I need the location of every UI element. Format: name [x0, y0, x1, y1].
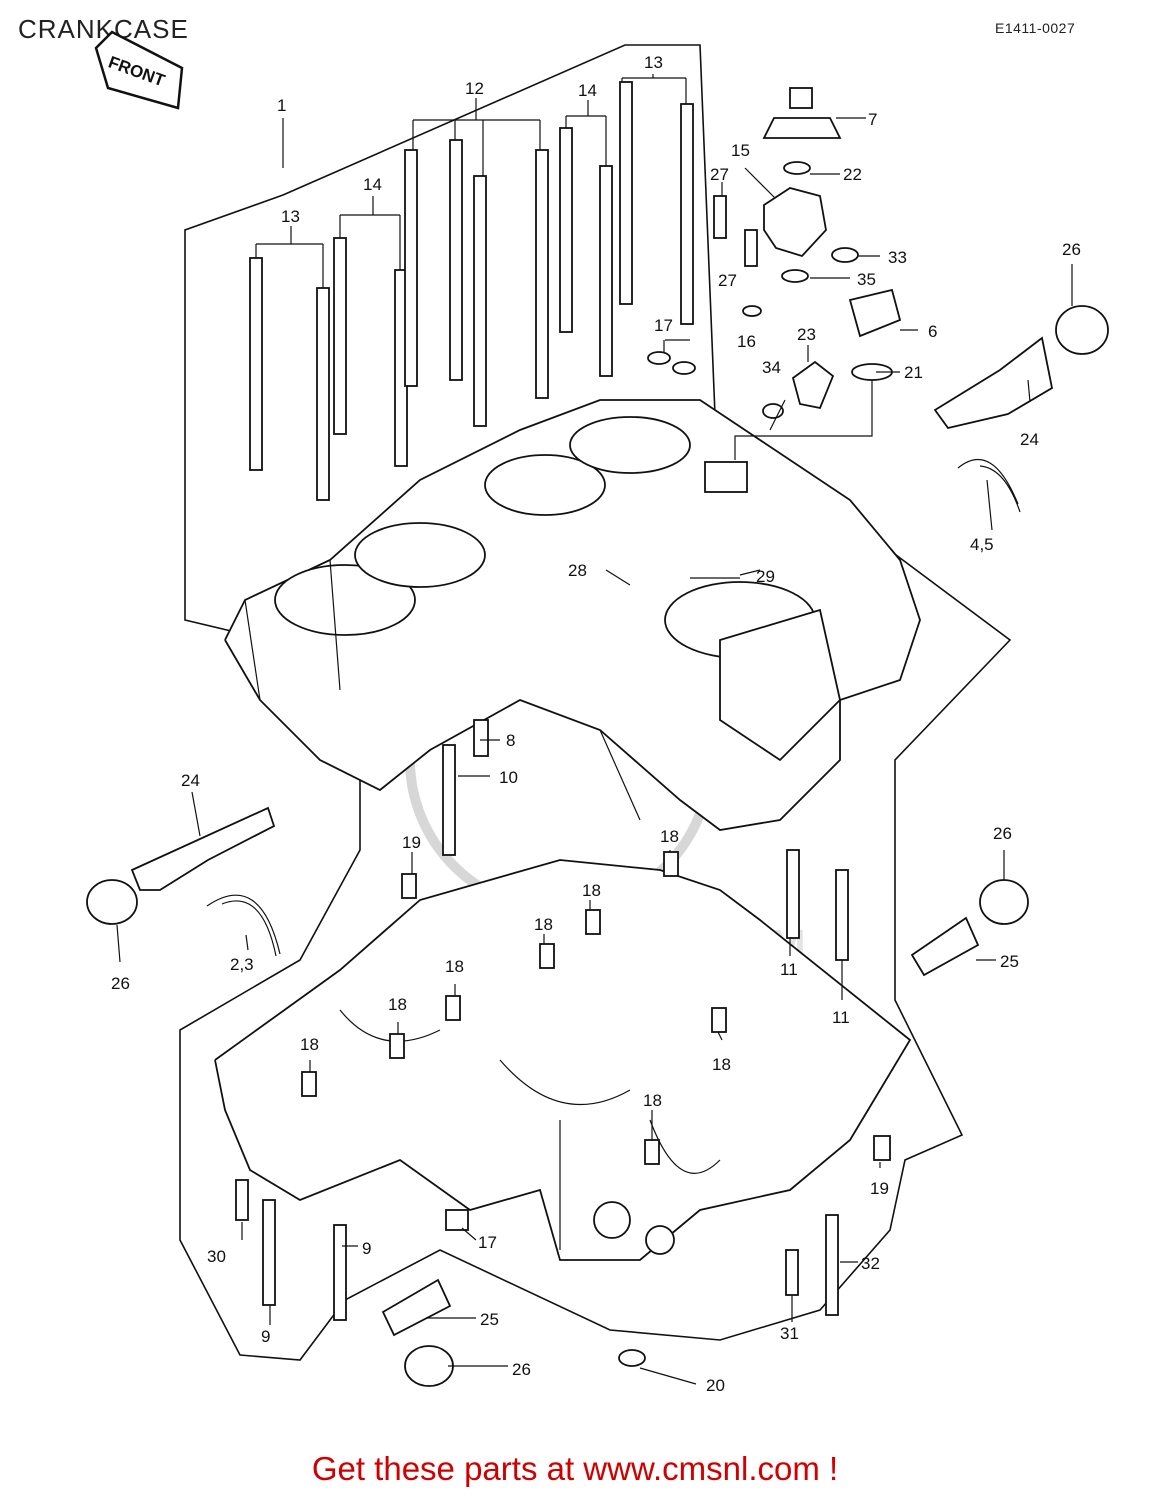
callout-labels: 1 12 14 13 14 13 7 22 15 27 33 27 35 26 … — [111, 53, 1081, 1395]
callout-16: 16 — [737, 332, 756, 351]
callout-17: 17 — [654, 316, 673, 335]
callout-7: 7 — [868, 110, 877, 129]
callout-18d: 18 — [445, 957, 464, 976]
footer-link-text[interactable]: Get these parts at www.cmsnl.com ! — [311, 1450, 839, 1487]
callout-18c: 18 — [534, 915, 553, 934]
callout-18b: 18 — [582, 881, 601, 900]
callout-19: 19 — [402, 833, 421, 852]
crankcase-exploded-diagram: WWW.CMSNL.COM FRONT — [86, 30, 1109, 1395]
callout-18e: 18 — [388, 995, 407, 1014]
lower-crankcase — [214, 859, 912, 1261]
callout-22: 22 — [843, 165, 862, 184]
shafts-and-gears — [86, 305, 1109, 1387]
callout-27b: 27 — [718, 271, 737, 290]
callout-4-5: 4,5 — [970, 535, 994, 554]
callout-18h: 18 — [643, 1091, 662, 1110]
callout-28: 28 — [568, 561, 587, 580]
callout-32: 32 — [861, 1254, 880, 1273]
callout-18g: 18 — [712, 1055, 731, 1074]
callout-24: 24 — [1020, 430, 1039, 449]
callout-24b: 24 — [181, 771, 200, 790]
upper-crankcase — [224, 399, 921, 831]
callout-26: 26 — [1062, 240, 1081, 259]
callout-6: 6 — [928, 322, 937, 341]
callout-25: 25 — [1000, 952, 1019, 971]
callout-18a: 18 — [660, 827, 679, 846]
callout-26d: 26 — [512, 1360, 531, 1379]
callout-1: 1 — [277, 96, 286, 115]
front-arrow-icon: FRONT — [94, 30, 184, 110]
page-title: CRANKCASE — [18, 14, 189, 44]
callout-9a: 9 — [362, 1239, 371, 1258]
callout-34: 34 — [762, 358, 781, 377]
callout-11a: 11 — [780, 960, 798, 979]
callout-17b: 17 — [478, 1233, 497, 1252]
callout-13: 13 — [644, 53, 663, 72]
callout-31: 31 — [780, 1324, 799, 1343]
callout-14: 14 — [578, 81, 597, 100]
crankcase-studs — [249, 81, 694, 501]
callout-30: 30 — [207, 1247, 226, 1266]
callout-35: 35 — [857, 270, 876, 289]
callout-26c: 26 — [111, 974, 130, 993]
callout-25b: 25 — [480, 1310, 499, 1329]
diagram-code: E1411-0027 — [995, 20, 1076, 36]
callout-23: 23 — [797, 325, 816, 344]
leader-lines — [116, 74, 1073, 1385]
callout-26b: 26 — [993, 824, 1012, 843]
callout-33: 33 — [888, 248, 907, 267]
callout-27: 27 — [710, 165, 729, 184]
callout-2-3: 2,3 — [230, 955, 254, 974]
callout-10: 10 — [499, 768, 518, 787]
callout-12: 12 — [465, 79, 484, 98]
callout-21: 21 — [904, 363, 923, 382]
oil-pressure-parts — [647, 87, 902, 419]
callout-13b: 13 — [281, 207, 300, 226]
callout-8: 8 — [506, 731, 515, 750]
callout-20: 20 — [706, 1376, 725, 1395]
callout-19b: 19 — [870, 1179, 889, 1198]
callout-18f: 18 — [300, 1035, 319, 1054]
callout-9b: 9 — [261, 1327, 270, 1346]
callout-14b: 14 — [363, 175, 382, 194]
callout-15: 15 — [731, 141, 750, 160]
callout-11b: 11 — [832, 1008, 850, 1027]
callout-29: 29 — [756, 567, 775, 586]
